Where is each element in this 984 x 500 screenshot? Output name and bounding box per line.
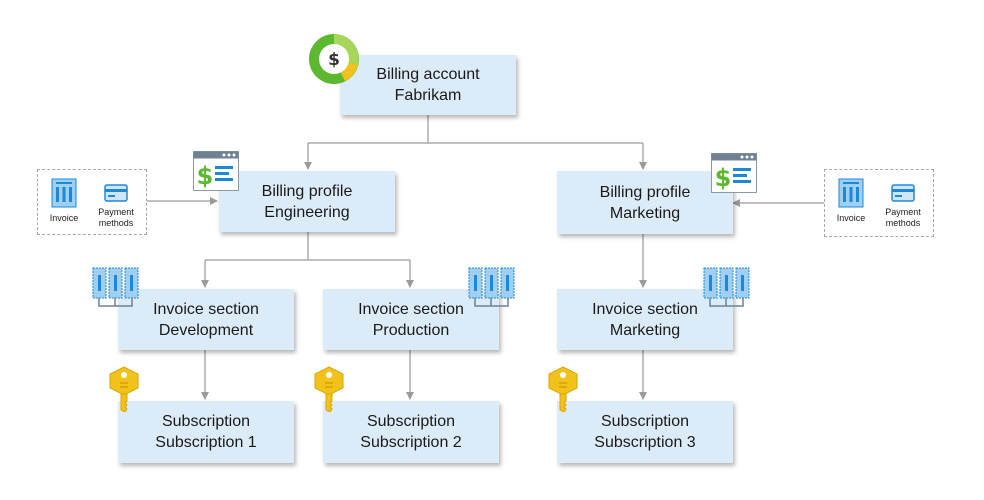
node-subscription-2-title: Subscription xyxy=(366,413,456,430)
node-profile-marketing-title: Billing profile xyxy=(599,183,691,201)
node-invoice-section-production: Invoice section Production xyxy=(323,289,499,350)
svg-text:$: $ xyxy=(328,50,340,70)
invoice-documents-icon xyxy=(703,267,750,307)
node-profile-engineering-name: Engineering xyxy=(264,203,350,221)
billing-window-icon: $ xyxy=(711,153,757,193)
invoice-icon xyxy=(51,178,77,208)
invoice-icon xyxy=(838,178,864,208)
key-icon xyxy=(314,366,344,412)
node-billing-account-title: Billing account xyxy=(376,66,480,83)
credit-card-icon xyxy=(104,184,128,202)
node-subscription-1-title: Subscription xyxy=(161,413,251,430)
payment-methods-line1: Payment xyxy=(885,207,921,217)
payment-methods-line2: methods xyxy=(98,218,134,228)
node-section-marketing-title: Invoice section xyxy=(592,300,698,318)
node-subscription-3: Subscription Subscription 3 xyxy=(557,401,733,463)
key-icon xyxy=(109,366,139,412)
node-section-production-title: Invoice section xyxy=(358,300,464,318)
node-billing-account-name: Fabrikam xyxy=(394,87,462,104)
node-subscription-3-name: Subscription 3 xyxy=(594,434,696,451)
node-invoice-section-development: Invoice section Development xyxy=(118,289,294,350)
node-invoice-section-marketing: Invoice section Marketing xyxy=(557,289,733,350)
node-billing-account: Billing account Fabrikam xyxy=(340,55,516,115)
node-section-development-title: Invoice section xyxy=(153,300,259,318)
invoice-documents-icon xyxy=(92,267,139,307)
invoice-label: Invoice xyxy=(49,213,79,223)
node-billing-profile-engineering: Billing profile Engineering xyxy=(219,171,395,232)
node-profile-marketing-name: Marketing xyxy=(609,204,681,222)
node-subscription-2-name: Subscription 2 xyxy=(360,434,462,451)
billing-window-icon: $ xyxy=(193,151,239,191)
payment-methods-label: Payment methods xyxy=(92,207,140,229)
node-subscription-2: Subscription Subscription 2 xyxy=(323,401,499,463)
credit-card-icon xyxy=(891,184,915,202)
node-section-production-name: Production xyxy=(372,321,450,339)
node-section-development-name: Development xyxy=(158,321,254,339)
side-panel-right: Invoice Payment methods xyxy=(824,169,934,237)
node-subscription-3-title: Subscription xyxy=(600,413,690,430)
payment-methods-line1: Payment xyxy=(98,207,134,217)
invoice-documents-icon xyxy=(468,267,515,307)
node-section-marketing-name: Marketing xyxy=(609,321,681,339)
node-subscription-1-name: Subscription 1 xyxy=(155,434,257,451)
invoice-label: Invoice xyxy=(836,213,866,223)
payment-methods-line2: methods xyxy=(885,218,921,228)
node-profile-engineering-title: Billing profile xyxy=(261,182,353,200)
svg-text:$: $ xyxy=(197,162,214,190)
svg-text:$: $ xyxy=(715,164,732,192)
side-panel-left: Invoice Payment methods xyxy=(37,169,147,235)
key-icon xyxy=(548,366,578,412)
payment-methods-label: Payment methods xyxy=(879,207,927,229)
dollar-donut-icon: $ xyxy=(309,34,359,84)
node-billing-profile-marketing: Billing profile Marketing xyxy=(557,171,733,234)
node-subscription-1: Subscription Subscription 1 xyxy=(118,401,294,463)
